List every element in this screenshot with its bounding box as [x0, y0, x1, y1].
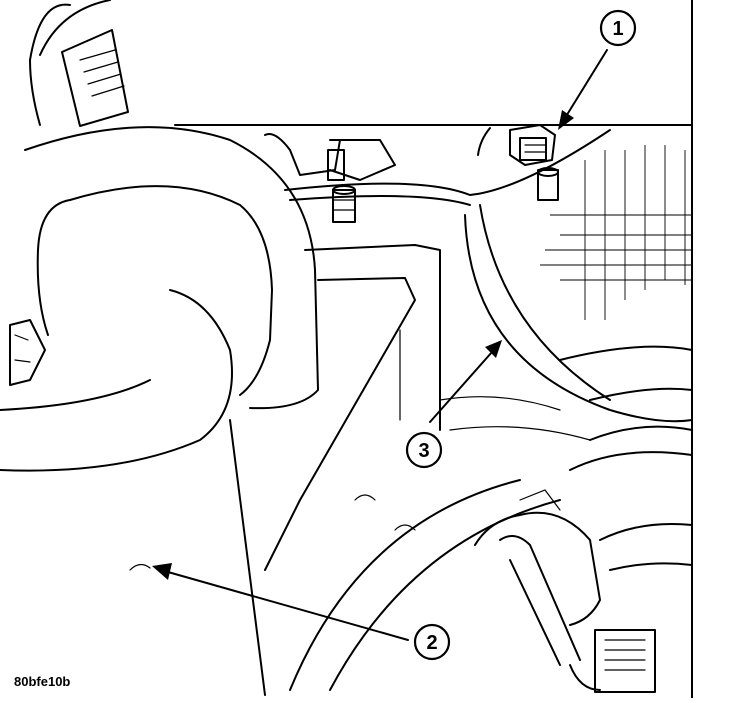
callout-3-label: 3: [418, 440, 429, 462]
arrow-1-head: [558, 110, 574, 130]
callout-1-label: 1: [612, 18, 623, 40]
hold-down-studs: [264, 133, 396, 223]
arrow-1: [564, 49, 608, 119]
mounting-bracket: [264, 244, 441, 571]
arrow-2-head: [152, 563, 172, 580]
lower-fan-region: [289, 425, 693, 691]
figure-code: 80bfe10b: [14, 674, 70, 689]
fan-shroud: [0, 289, 266, 696]
arrow-3-head: [485, 340, 502, 358]
callout-2-label: 2: [426, 632, 437, 654]
arrow-2: [167, 571, 409, 641]
radiator-fins: [540, 145, 692, 320]
arrow-3: [429, 351, 493, 423]
hose-connector: [474, 489, 693, 693]
callout-1: 1: [599, 9, 637, 47]
callout-2: 2: [413, 623, 451, 661]
upper-radiator-hose: [24, 126, 319, 410]
electrical-connector: [594, 629, 656, 693]
radiator-mounting-bolt: [477, 124, 559, 201]
hose-clamp: [29, 0, 129, 127]
fan-shroud-ring: [439, 204, 693, 441]
callout-arrows: [152, 49, 608, 641]
radiator-core: [174, 124, 693, 206]
callout-3: 3: [405, 431, 443, 469]
